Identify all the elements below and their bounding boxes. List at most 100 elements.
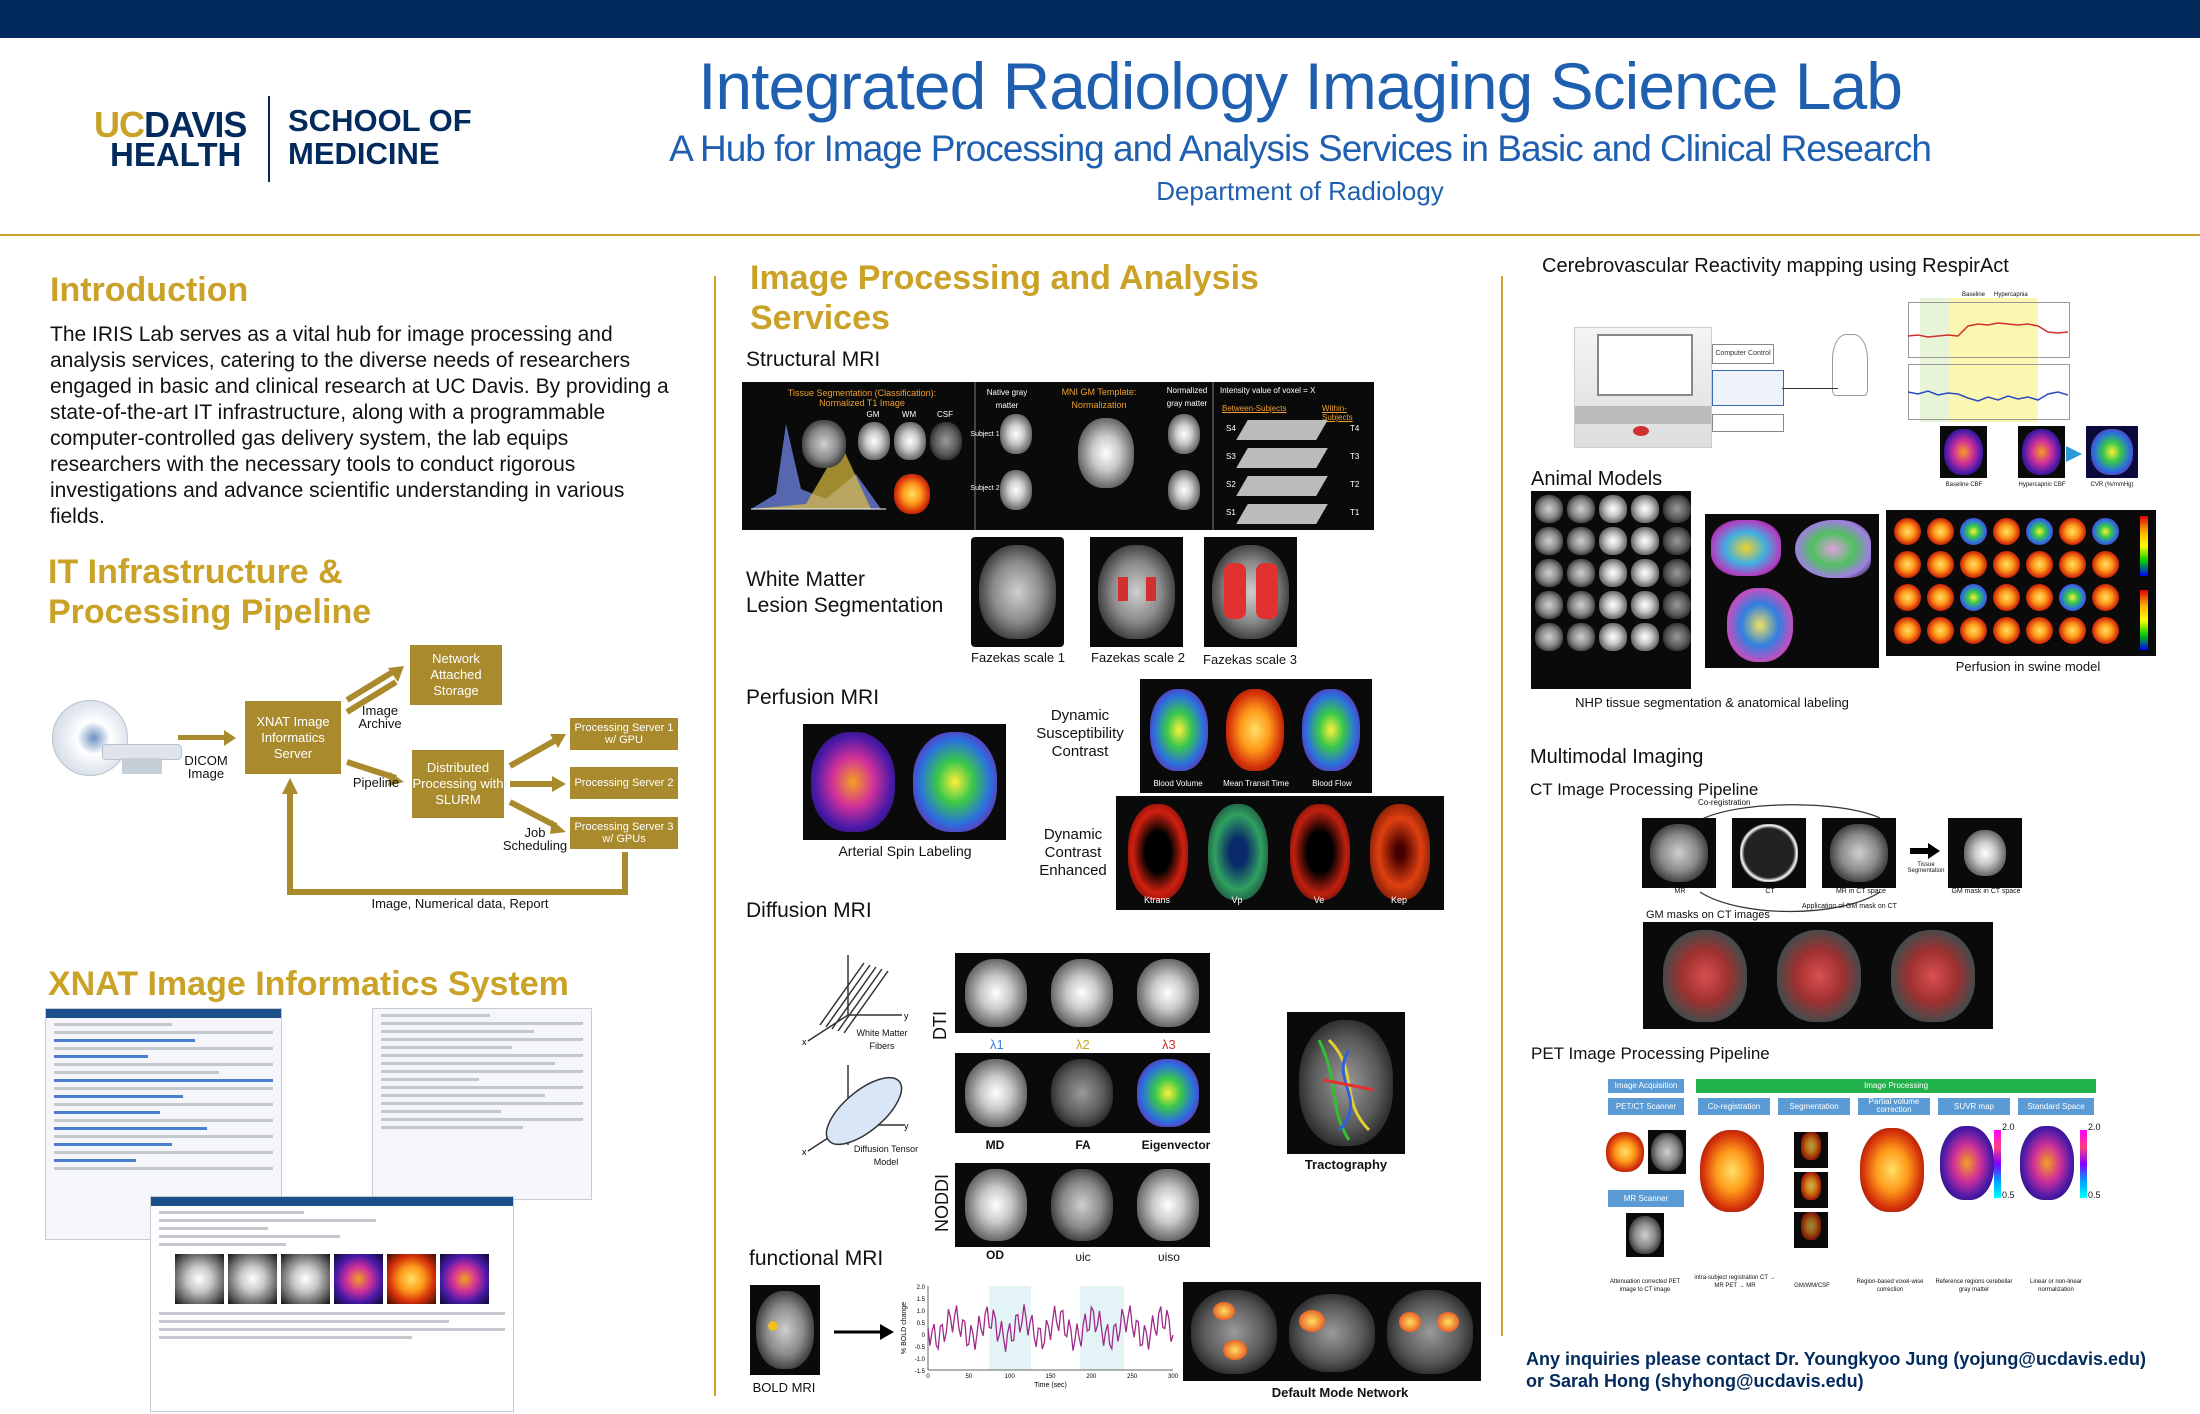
- pet-step-3: Segmentation: [1778, 1098, 1850, 1115]
- nhp-anatomical-labeling: [1705, 514, 1879, 668]
- header-divider: [0, 234, 2200, 236]
- dsc-figure: Blood Volume Mean Transit Time Blood Flo…: [1140, 679, 1372, 793]
- lambda1-label: λ1: [990, 1037, 1004, 1052]
- arrow-head: [224, 730, 236, 746]
- xnat-screenshot-3: [150, 1196, 514, 1412]
- server3-box: Processing Server 3 w/ GPUs: [570, 817, 678, 849]
- pet-coreg-image: [1700, 1130, 1764, 1212]
- respiract-schematic: Computer Control: [1708, 334, 1868, 446]
- fmri-ytick: -1.5: [915, 1369, 926, 1375]
- fmri-xtick: 250: [1127, 1374, 1138, 1380]
- fazekas-3-image: [1204, 537, 1297, 647]
- gm-mask-application-label: Application of GM mask on CT: [1802, 903, 1897, 910]
- asl-label: Arterial Spin Labeling: [838, 843, 972, 859]
- pet-note-3: GM/WM/CSF: [1794, 1283, 1830, 1289]
- eigenvector-label: Eigenvector: [1141, 1138, 1211, 1152]
- xnat-heading: XNAT Image Informatics System: [48, 965, 569, 1003]
- lambda2-label: λ2: [1076, 1037, 1090, 1052]
- fazekas-1-label: Fazekas scale 1: [971, 650, 1065, 665]
- diffusion-axes-diagram: y x y x: [802, 955, 909, 1157]
- dce-label: Dynamic Contrast Enhanced: [1039, 826, 1107, 879]
- image-archive-label: Image Archive: [358, 703, 402, 731]
- pet-processing-header: Image Processing: [1696, 1079, 2096, 1093]
- asl-figure: [803, 724, 1006, 840]
- contact-line-2: or Sarah Hong (shyhong@ucdavis.edu): [1526, 1371, 1864, 1391]
- poster-subtitle: A Hub for Image Processing and Analysis …: [669, 128, 1932, 169]
- fmri-ytick: 1.5: [917, 1297, 926, 1303]
- viso-label: υiso: [1158, 1250, 1180, 1264]
- dmn-caption: Default Mode Network: [1271, 1385, 1409, 1400]
- top-banner: [0, 0, 2200, 38]
- fmri-ytick: 0: [922, 1333, 926, 1339]
- tractography-image: [1287, 1012, 1405, 1154]
- baseline-cbf-label: Baseline CBF: [1945, 482, 1983, 488]
- baseline-cbf-map: [1940, 426, 1987, 478]
- standard-scale-hi: 2.0: [2088, 1122, 2101, 1132]
- fazekas-2-image: [1090, 537, 1183, 647]
- suvr-map-image: [1940, 1126, 1994, 1200]
- multimodal-title: Multimodal Imaging: [1530, 746, 1704, 768]
- ct-mr-in-ct-image: [1822, 818, 1896, 888]
- fmri-signal-line: [927, 1304, 1174, 1352]
- wm-fibers-label: White Matter Fibers: [856, 1028, 908, 1051]
- nhp-caption: NHP tissue segmentation & anatomical lab…: [1575, 695, 1849, 710]
- svg-text:x: x: [802, 1037, 807, 1047]
- cvr-map-label: CVR (%/mmHg): [2090, 482, 2134, 488]
- standard-colorbar: [2080, 1130, 2087, 1198]
- vic-label: υic: [1075, 1250, 1091, 1264]
- respiract-device-image: [1574, 327, 1712, 448]
- suvr-scale-lo: 0.5: [2002, 1190, 2015, 1200]
- pvc-image: [1860, 1128, 1924, 1212]
- swine-caption: Perfusion in swine model: [1955, 659, 2101, 674]
- ct-label-mr-in-ct: MR in CT space: [1835, 888, 1887, 895]
- fmri-ytick: -1.0: [915, 1357, 926, 1363]
- dti-eigenvalue-maps: [955, 953, 1210, 1033]
- xnat-screenshot-2: [372, 1008, 592, 1200]
- pet-note-5: Reference regions cerebellar gray matter: [1935, 1279, 2013, 1293]
- pet-step-2: Co-registration: [1698, 1098, 1770, 1115]
- tractography-label: Tractography: [1304, 1157, 1388, 1172]
- intro-heading: Introduction: [50, 271, 249, 309]
- pet-note-2: intra-subject registration CT → MR PET →…: [1694, 1275, 1776, 1289]
- structural-mri-label: Structural MRI: [746, 348, 881, 371]
- ct-label-ct: CT: [1765, 888, 1775, 895]
- bold-mri-caption: BOLD MRI: [752, 1380, 816, 1395]
- svg-text:y: y: [904, 1011, 909, 1021]
- fa-label: FA: [1075, 1138, 1091, 1152]
- md-label: MD: [985, 1138, 1005, 1152]
- animal-models-title: Animal Models: [1531, 468, 1663, 490]
- job-scheduling-label: Job Scheduling: [502, 825, 568, 853]
- pet-segmentation-images: [1794, 1128, 1828, 1248]
- pet-pipeline-title: PET Image Processing Pipeline: [1531, 1044, 1770, 1063]
- standard-space-image: [2020, 1126, 2074, 1200]
- fmri-xtick: 100: [1005, 1374, 1016, 1380]
- xnat-server-box: XNAT Image Informatics Server: [245, 701, 341, 774]
- mr-raw-image: [1626, 1213, 1664, 1257]
- fmri-xlabel: Time (sec): [1034, 1382, 1067, 1389]
- ct-mr-image: [1642, 818, 1716, 888]
- fazekas-2-label: Fazekas scale 2: [1091, 650, 1185, 665]
- ct-label-mr: MR: [1674, 888, 1686, 895]
- column-divider-left: [714, 276, 716, 1396]
- slurm-box: Distributed Processing with SLURM: [412, 750, 504, 818]
- pipeline-label: Pipeline: [352, 775, 400, 790]
- hypercapnic-cbf-map: [2018, 426, 2065, 478]
- fmri-ytick: 0.5: [917, 1321, 926, 1327]
- cvr-arrow: [2066, 446, 2082, 462]
- fmri-ytick: 2.0: [917, 1285, 926, 1291]
- ucdavis-logo: UCDAVIS: [94, 104, 247, 145]
- pet-note-1: Attenuation corrected PET image to CT im…: [1609, 1279, 1681, 1293]
- contact-line-1: Any inquiries please contact Dr. Youngky…: [1526, 1349, 2146, 1369]
- server2-box: Processing Server 2: [570, 767, 678, 799]
- pet-step-1: PET/CT Scanner: [1608, 1098, 1684, 1115]
- standard-scale-lo: 0.5: [2088, 1190, 2101, 1200]
- ct-pipeline-title: CT Image Processing Pipeline: [1530, 780, 1759, 799]
- ct-label-gm-mask: GM mask in CT space: [1951, 888, 2021, 895]
- dicom-label: DICOM Image: [184, 753, 228, 781]
- logo-health-text: HEALTH: [110, 136, 242, 173]
- fmri-xtick: 0: [926, 1374, 930, 1380]
